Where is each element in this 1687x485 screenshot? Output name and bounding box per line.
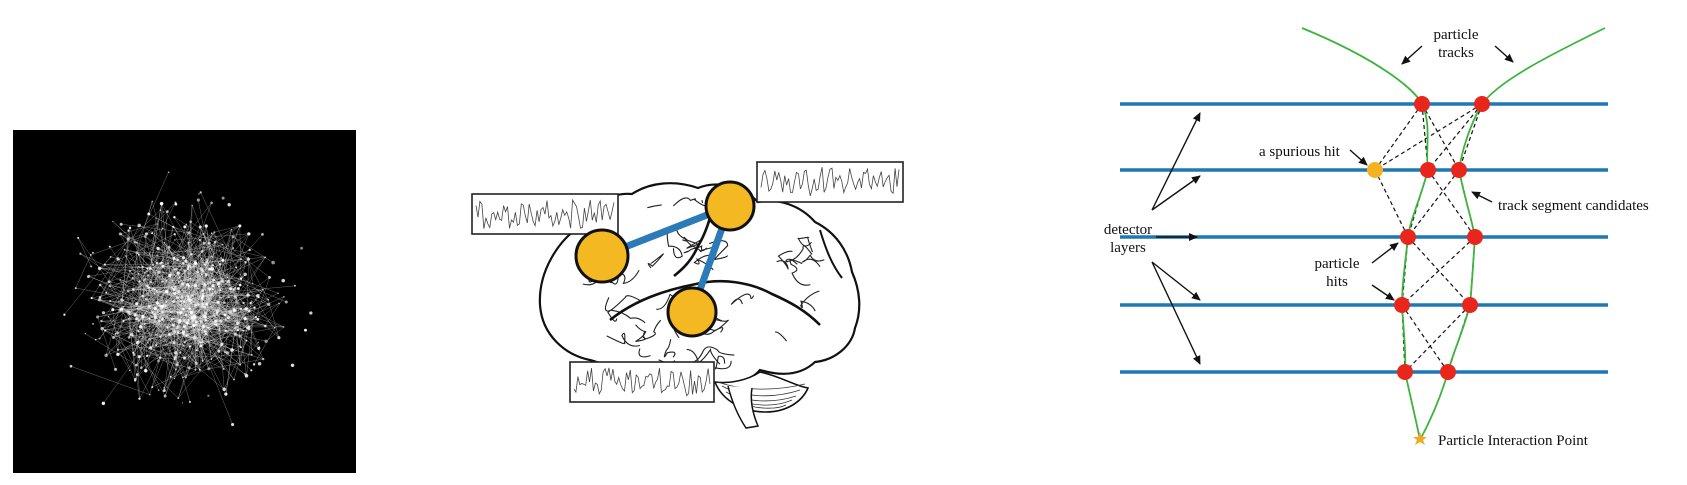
parieto-occipital-sulcus <box>819 229 843 279</box>
network-image-panel <box>13 130 356 473</box>
brain-diagram <box>471 161 904 429</box>
signal-box-top-right <box>756 161 904 203</box>
particle-hits-label-line1: particle <box>1315 256 1360 272</box>
particle-hits <box>1394 96 1490 380</box>
hit-layer3-b <box>1467 229 1483 245</box>
interaction-point-star <box>1413 432 1427 445</box>
track-segment-candidates-label: track segment candidates <box>1498 198 1649 214</box>
brain-region-node-1 <box>574 228 630 284</box>
interaction-point-label: Particle Interaction Point <box>1438 433 1589 449</box>
particle-tracking-diagram: particle tracks a spurious hit track seg… <box>1104 27 1649 449</box>
detector-layers-label-line2: layers <box>1110 240 1146 256</box>
signal-trace-top-right <box>760 167 900 197</box>
brain-region-node-3 <box>666 286 718 338</box>
hit-layer2-b <box>1451 162 1467 178</box>
signal-trace-bottom <box>573 367 711 397</box>
signal-box-left <box>471 193 619 235</box>
annotation-arrows <box>1151 45 1514 365</box>
spurious-hit <box>1367 162 1383 178</box>
network-edges <box>64 172 296 425</box>
signal-trace-left <box>475 198 615 229</box>
hit-layer4-b <box>1462 297 1478 313</box>
hit-layer3-a <box>1400 229 1416 245</box>
lateral-sulcus <box>609 279 821 326</box>
detector-layers-label-line1: detector <box>1104 222 1152 238</box>
network-nodes <box>63 171 313 427</box>
particle-tracks-label-line2: tracks <box>1438 45 1474 61</box>
hit-layer1-a <box>1414 96 1430 112</box>
particle-tracks <box>1301 27 1606 441</box>
hit-layer1-b <box>1474 96 1490 112</box>
particle-hits-label-line2: hits <box>1326 274 1348 290</box>
particle-tracks-label-line1: particle <box>1434 27 1479 43</box>
brain-region-node-2 <box>704 180 756 232</box>
hit-layer5-a <box>1397 364 1413 380</box>
brain-stem <box>727 385 760 429</box>
particle-tracking-panel: particle tracks a spurious hit track seg… <box>1080 0 1680 480</box>
network-image <box>63 171 313 427</box>
spurious-hit-label: a spurious hit <box>1259 144 1341 160</box>
hit-layer5-b <box>1440 364 1456 380</box>
hit-layer2-a <box>1420 162 1436 178</box>
hit-layer4-a <box>1394 297 1410 313</box>
detector-layers <box>1120 102 1608 374</box>
brain-diagram-panel <box>460 150 990 440</box>
signal-box-bottom <box>569 361 715 403</box>
